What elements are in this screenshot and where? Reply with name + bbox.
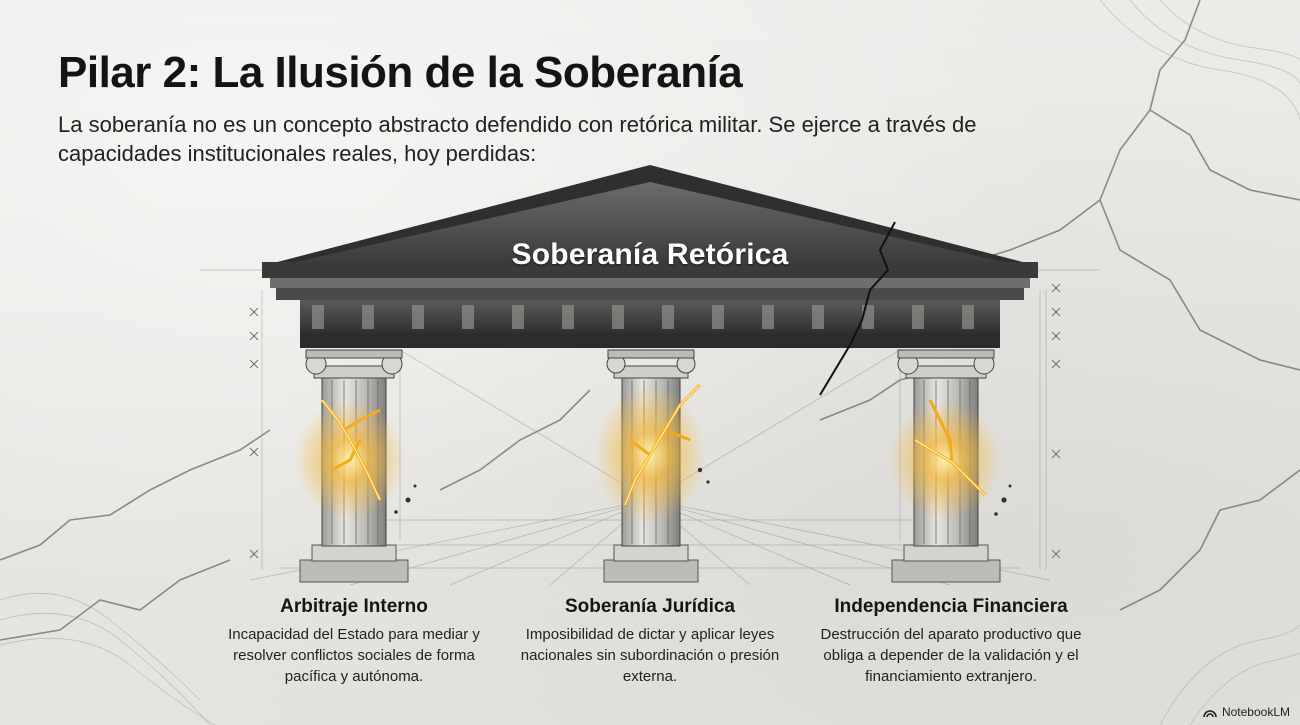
column-left	[295, 349, 409, 583]
page-subtitle: La soberanía no es un concepto abstracto…	[58, 112, 977, 166]
notebooklm-logo-icon	[1203, 710, 1217, 718]
pillar-description: Destrucción del aparato productivo que o…	[820, 626, 1082, 685]
pillar-description: Imposibilidad de dictar y aplicar leyes …	[520, 626, 780, 685]
dimension-marks	[249, 283, 1061, 559]
pillar-title: Independencia Financiera	[834, 596, 1068, 617]
pillar-caption-soberania-juridica: Soberanía Jurídica Imposibilidad de dict…	[490, 596, 810, 687]
debris	[394, 467, 1012, 516]
page-title: Pilar 2: La Ilusión de la Soberanía	[58, 48, 743, 97]
pillar-title: Soberanía Jurídica	[564, 596, 735, 617]
pillar-description: Incapacidad del Estado para mediar y res…	[228, 626, 480, 685]
brand-label: NotebookLM	[1221, 705, 1290, 719]
pillar-title: Arbitraje Interno	[280, 596, 428, 617]
pillar-caption-independencia-financiera: Independencia Financiera Destrucción del…	[791, 596, 1111, 687]
column-right	[890, 349, 1001, 583]
notebooklm-brand: NotebookLM	[1203, 705, 1290, 719]
column-center	[595, 349, 705, 583]
pillar-caption-arbitraje: Arbitraje Interno Incapacidad del Estado…	[194, 596, 514, 687]
temple-pediment	[262, 165, 1038, 396]
pediment-label: Soberanía Retórica	[511, 238, 789, 271]
